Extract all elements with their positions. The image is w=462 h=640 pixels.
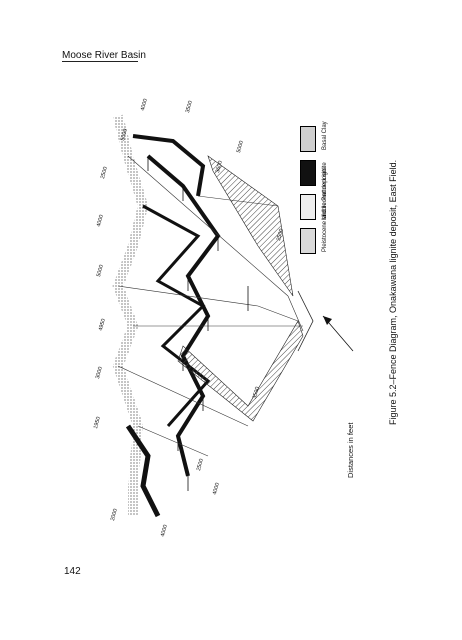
legend-swatch-middle <box>300 194 316 220</box>
legend-swatch-pleistocene <box>300 228 316 254</box>
header-rule <box>62 61 138 62</box>
borehole-markers <box>147 156 249 491</box>
page-header: Moose River Basin <box>62 50 146 61</box>
basal-clay-panel-right <box>177 320 304 422</box>
lignite-seam-4 <box>132 134 206 197</box>
figure-caption: Figure 5.2–Fence Diagram, Onakawana lign… <box>388 159 398 425</box>
legend-swatch-lignite <box>300 160 316 186</box>
basal-clay-panel-left <box>207 155 294 297</box>
lignite-seam-2 <box>142 204 211 427</box>
lignite-seam-3 <box>125 424 161 518</box>
fence-lines <box>117 155 304 457</box>
upper-panel <box>112 114 149 516</box>
fence-diagram <box>112 114 354 518</box>
legend-label: Middle Partner <box>322 180 328 220</box>
north-arrow-icon <box>322 315 354 352</box>
fence-v <box>297 290 314 352</box>
legend-swatch-basal-clay <box>300 126 316 152</box>
page-number: 142 <box>64 566 81 577</box>
legend-label: Lignite <box>322 162 328 180</box>
legend-label: Basal Clay <box>322 121 328 150</box>
distance-label: Distances in feet <box>346 422 355 478</box>
